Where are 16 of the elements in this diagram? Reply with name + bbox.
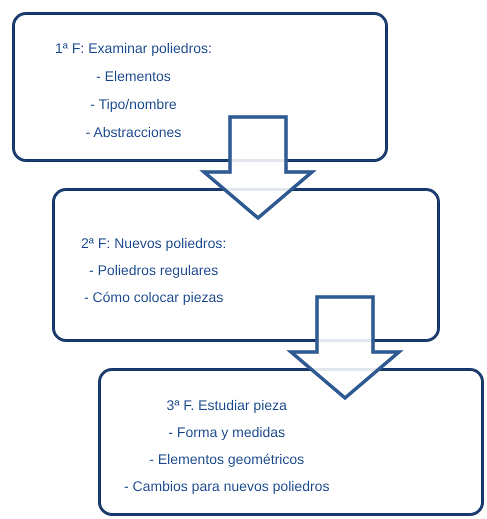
list-item: - Forma y medidas xyxy=(168,423,286,442)
phase-box xyxy=(98,368,484,516)
block-arrow xyxy=(199,115,317,220)
list-item: - Cómo colocar piezas xyxy=(84,288,224,307)
list-item: - Elementos geométricos xyxy=(149,450,304,469)
phase-box xyxy=(12,12,388,162)
phase-heading: 1ª F: Examinar poliedros: xyxy=(55,39,212,58)
list-item: - Elementos xyxy=(96,67,171,86)
phase-heading: 2ª F: Nuevos poliedros: xyxy=(81,234,226,253)
block-arrow xyxy=(286,295,404,400)
phase-box xyxy=(52,188,440,342)
list-item: - Cambios para nuevos poliedros xyxy=(124,477,330,496)
list-item: - Tipo/nombre xyxy=(90,95,177,114)
list-item: - Poliedros regulares xyxy=(89,261,218,280)
phase-heading: 3ª F. Estudiar pieza xyxy=(166,396,287,415)
list-item: - Abstracciones xyxy=(86,123,182,142)
